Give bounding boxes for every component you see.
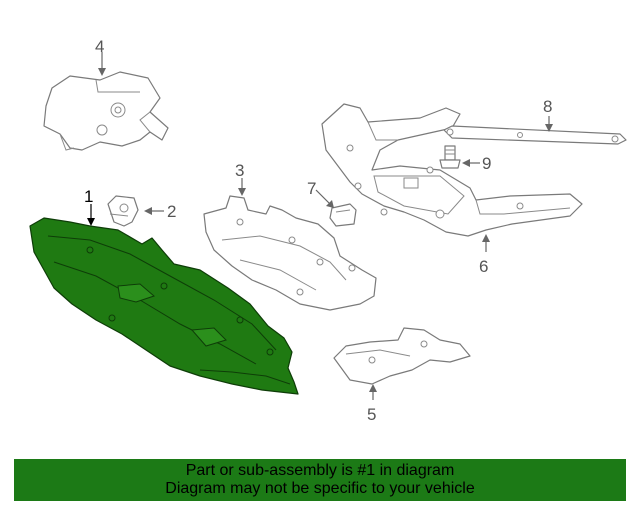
callout-2: 2 xyxy=(167,202,176,221)
part-5-side-shield xyxy=(333,327,471,385)
part-9-bolt xyxy=(439,145,461,169)
notice-banner: Part or sub-assembly is #1 in diagram Di… xyxy=(14,459,626,501)
part-4-mount xyxy=(43,71,169,151)
callout-5: 5 xyxy=(367,405,376,424)
callout-3: 3 xyxy=(235,161,244,180)
callout-9: 9 xyxy=(482,154,491,173)
part-7-clip xyxy=(329,203,357,227)
part-2-bracket xyxy=(107,195,139,227)
callout-6: 6 xyxy=(479,257,488,276)
parts-diagram: 4 2 3 7 xyxy=(29,37,627,424)
callout-7: 7 xyxy=(307,179,316,198)
callout-1: 1 xyxy=(84,187,93,206)
notice-line-2: Diagram may not be specific to your vehi… xyxy=(165,480,475,497)
part-6-subframe xyxy=(321,103,583,237)
notice-line-1: Part or sub-assembly is #1 in diagram xyxy=(185,462,455,479)
part-1-undercover xyxy=(29,217,299,395)
part-8-brace xyxy=(443,125,627,145)
part-3-shield xyxy=(203,195,377,311)
callout-4: 4 xyxy=(95,37,104,56)
callout-8: 8 xyxy=(543,97,552,116)
